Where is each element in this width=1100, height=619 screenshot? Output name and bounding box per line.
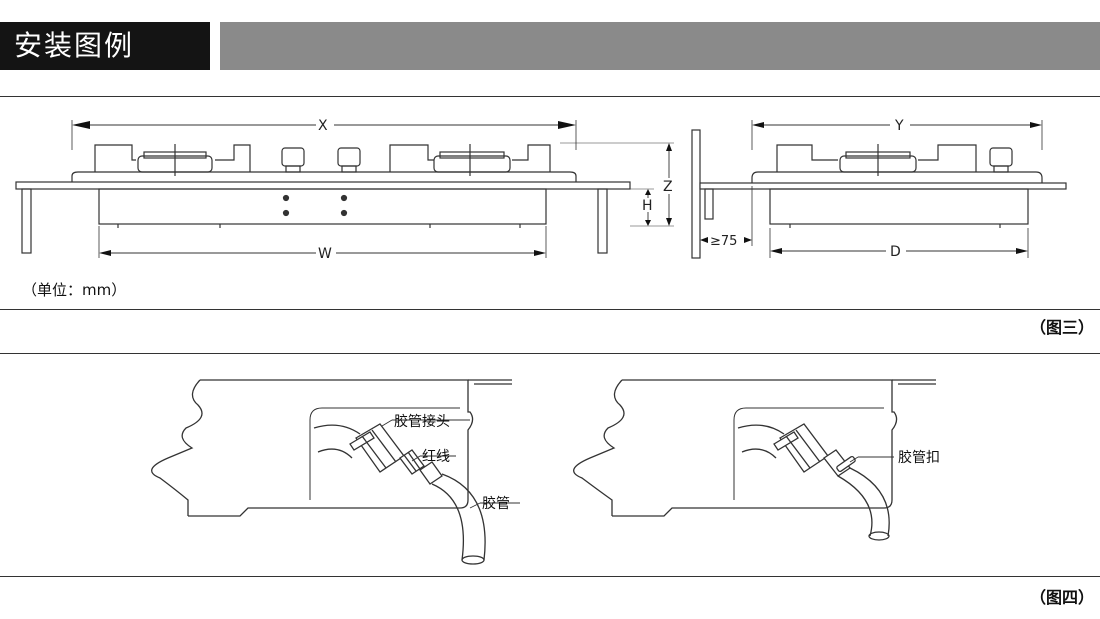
cabinet-leg-left [21,188,32,254]
label-hose: 胶管 [482,495,510,512]
dim-w-label: W [318,246,332,262]
figure-4-caption: （图四） [1029,588,1094,607]
dim-clearance-label: ≥75 [710,234,737,249]
mount-hole [340,209,348,217]
cabinet-outline-left [188,379,474,517]
hob-glass-front [71,171,577,182]
burner-right [433,155,511,173]
support-side [704,188,714,220]
section-title-stripe [220,22,1100,70]
hose-right [837,475,873,537]
figure-3-caption: （图三） [1029,318,1094,337]
cabinet-outline-right [612,379,898,517]
label-hose-clamp: 胶管扣 [898,449,940,466]
mount-hole [282,209,290,217]
section-title: 安装图例 [14,29,135,62]
label-red-line: 红线 [422,449,450,465]
section-title-block: 安装图例 [0,22,210,70]
cabinet-leg-right [597,188,608,254]
hose [431,483,465,561]
hob-body-side [769,188,1029,225]
wall [691,129,701,259]
hose-connector [355,423,405,473]
label-hose-connector: 胶管接头 [394,413,450,430]
dim-x-label: X [318,118,328,134]
dim-z-label: Z [663,179,673,195]
dim-d-label: D [890,244,901,260]
dim-h-label: H [642,198,653,214]
figure-4-panel [0,353,1100,577]
mount-hole [340,194,348,202]
mount-hole [282,194,290,202]
dim-y-label: Y [894,118,904,134]
hose-clamp [836,455,856,473]
hob-body-front [98,188,547,225]
figure-3-panel [0,96,1100,310]
unit-note: （单位：mm） [22,281,127,299]
hose-connector-right [779,423,829,473]
